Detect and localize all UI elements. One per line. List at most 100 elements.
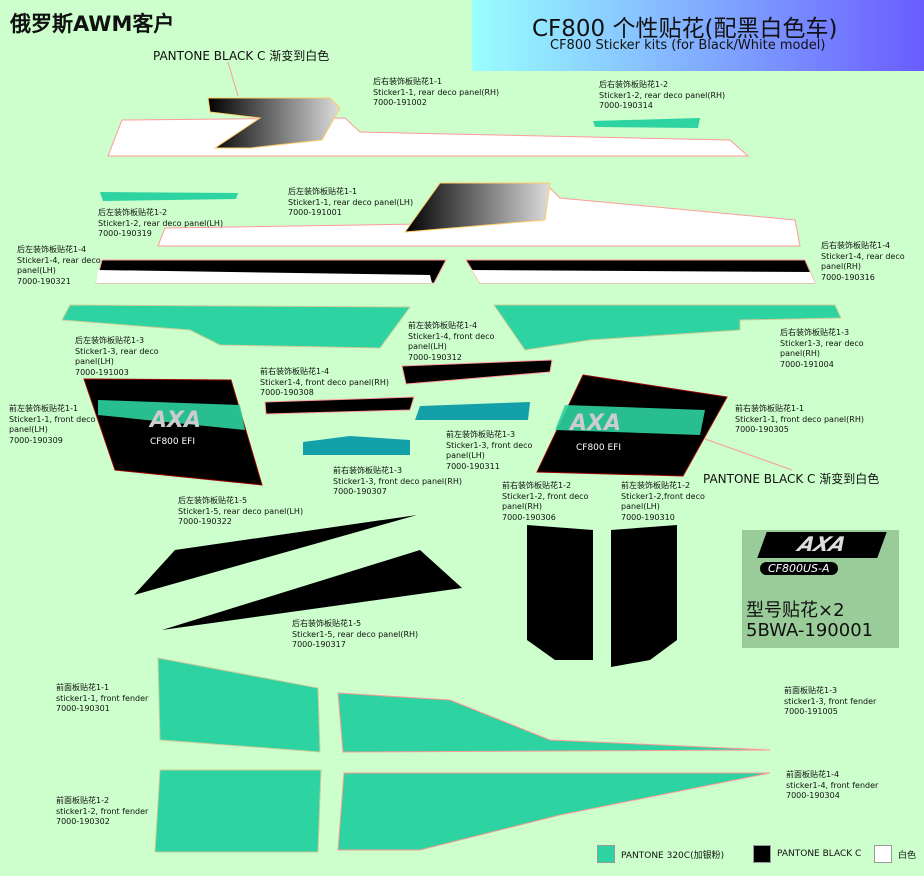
label-line: 前左装饰板贴花1-4 — [408, 321, 478, 330]
model-logo: AXA — [757, 532, 887, 558]
legend-item-white: 白色 — [874, 845, 916, 863]
label-line: 后左装饰板贴花1-3 — [75, 336, 145, 345]
label-line: 前右装饰板贴花1-1 — [735, 404, 805, 413]
sticker-front-fender-1-4 — [337, 772, 771, 851]
sticker-front-lh-1-3 — [415, 402, 530, 420]
sticker-front-fender-1-2 — [154, 769, 322, 853]
axa-logo-left: AXA — [148, 408, 201, 433]
label-line: 后右装饰板贴花1-4 — [821, 241, 891, 250]
banner-subtitle: CF800 Sticker kits (for Black/White mode… — [550, 38, 826, 53]
label-line: 7000-190314 — [599, 101, 653, 110]
label-line: panel(LH) — [408, 342, 447, 351]
label-line: 7000-190317 — [292, 640, 346, 649]
label-line: 后左装饰板贴花1-2 — [98, 208, 168, 217]
label-line: 前右装饰板贴花1-3 — [333, 466, 403, 475]
label-line: 7000-191004 — [780, 359, 834, 369]
label-line: Sticker1-1, rear deco panel(RH) — [373, 87, 500, 97]
model-logo-sub: CF800US-A — [760, 562, 838, 575]
sticker-rear-rh-1-2 — [593, 118, 700, 128]
label-line: panel(LH) — [17, 266, 56, 275]
label-line: 7000-191003 — [75, 367, 129, 377]
label-line: 7000-190302 — [56, 817, 110, 826]
model-badge-name: 型号贴花×2 — [746, 600, 845, 621]
label-line: Sticker1-1, rear deco panel(LH) — [288, 197, 414, 207]
sticker-rear-rh-1-3 — [493, 304, 842, 351]
label-line: panel(RH) — [821, 262, 862, 271]
label-line: 前面板贴花1-4 — [786, 770, 840, 779]
label-line: 前面板贴花1-1 — [56, 683, 110, 692]
label-line: sticker1-1, front fender — [56, 693, 149, 703]
label-line: Sticker1-4, front deco — [408, 331, 495, 341]
label-line: sticker1-3, front fender — [784, 696, 877, 706]
sticker-front-rh-1-3 — [303, 436, 410, 455]
label-line: Sticker1-3, rear deco — [75, 346, 159, 356]
label-line: 后左装饰板贴花1-5 — [178, 496, 248, 505]
label-line: 后右装饰板贴花1-2 — [599, 80, 669, 89]
label-line: 7000-190321 — [17, 276, 71, 286]
svg-text:CF800 EFI: CF800 EFI — [150, 437, 195, 447]
label-line: Sticker1-3, rear deco — [780, 338, 864, 348]
label-line: Sticker1-5, rear deco panel(LH) — [178, 506, 304, 516]
gradient-note-right: PANTONE BLACK C 渐变到白色 — [703, 472, 880, 486]
label-line: 7000-191005 — [784, 707, 838, 716]
legend-item-black: PANTONE BLACK C — [753, 845, 861, 863]
label-line: 7000-190319 — [98, 229, 152, 238]
legend-swatch — [753, 845, 771, 863]
sticker-rear-lh-1-3 — [61, 304, 411, 349]
label-line: Sticker1-4, rear deco — [17, 255, 101, 265]
label-line: 7000-190306 — [502, 512, 556, 522]
label-line: 前左装饰板贴花1-2 — [621, 481, 691, 490]
label-line: panel(LH) — [446, 451, 485, 460]
label-line: 7000-191002 — [373, 98, 427, 107]
sticker-front-fender-1-3 — [337, 692, 771, 753]
label-line: panel(LH) — [75, 357, 114, 366]
label-line: 7000-190312 — [408, 352, 462, 362]
label-line: 7000-190322 — [178, 517, 232, 526]
label-line: Sticker1-2, rear deco panel(RH) — [599, 90, 726, 100]
label-line: sticker1-4, front fender — [786, 780, 879, 790]
sticker-rear-rh-1-5 — [162, 550, 462, 630]
z8-logo-top — [207, 97, 341, 149]
gradient-note-top: PANTONE BLACK C 渐变到白色 — [153, 49, 330, 63]
label-line: panel(RH) — [780, 349, 821, 358]
label-line: 7000-191001 — [288, 208, 342, 217]
label-line: sticker1-2, front fender — [56, 806, 149, 816]
label-line: 后左装饰板贴花1-4 — [17, 245, 87, 254]
axa-logo-right: AXA — [568, 411, 621, 436]
label-line: Sticker1-1, front deco — [9, 414, 96, 424]
label-line: 后左装饰板贴花1-1 — [288, 187, 358, 196]
label-line: 前面板贴花1-3 — [784, 686, 838, 695]
label-line: Sticker1-1, front deco panel(RH) — [735, 414, 864, 424]
legend-item-teal: PANTONE 320C(加银粉) — [597, 845, 724, 863]
label-line: panel(LH) — [9, 425, 48, 434]
model-badge: AXA CF800US-A 型号贴花×2 5BWA-190001 — [742, 530, 899, 648]
label-line: 前右装饰板贴花1-4 — [260, 367, 330, 376]
legend-swatch — [597, 845, 615, 863]
svg-text:CF800 EFI: CF800 EFI — [576, 443, 621, 453]
sticker-front-lh-1-4 — [401, 359, 553, 385]
label-line: 7000-190301 — [56, 704, 110, 713]
label-line: 7000-190307 — [333, 487, 387, 496]
label-line: 后右装饰板贴花1-5 — [292, 619, 362, 628]
label-line: 7000-190316 — [821, 272, 875, 282]
sticker-front-rh-1-2 — [527, 525, 593, 660]
sticker-front-lh-1-2 — [611, 525, 677, 667]
label-line: Sticker1-2, front deco — [502, 491, 589, 501]
sticker-front-fender-1-1 — [157, 657, 321, 753]
legend-swatch — [874, 845, 892, 863]
